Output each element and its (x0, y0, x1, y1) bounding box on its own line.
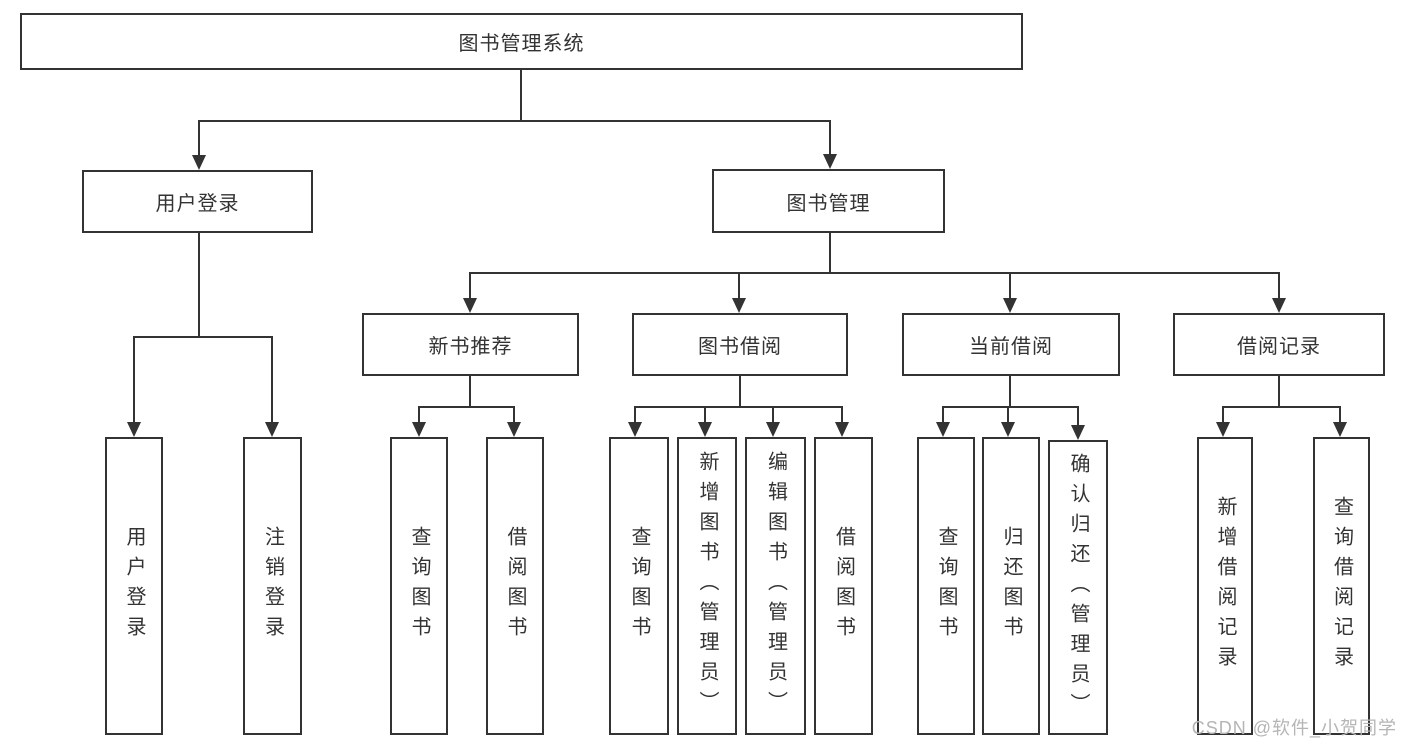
arrow-down-icon (766, 422, 780, 437)
node-current-borrow: 当前借阅 (902, 313, 1120, 376)
connector-arrow-line (704, 406, 706, 424)
arrow-down-icon (463, 298, 477, 313)
leaf-query-books-current: 查询图书 (917, 437, 975, 735)
leaf-query-books-new: 查询图书 (390, 437, 448, 735)
connector-stem (829, 233, 831, 274)
connector-arrow-line (829, 120, 831, 156)
arrow-down-icon (1272, 298, 1286, 313)
connector-bar (133, 336, 273, 338)
connector-arrow-line (271, 336, 273, 424)
connector-arrow-line (1007, 406, 1009, 424)
node-root-label: 图书管理系统 (458, 33, 585, 55)
leaf-borrow-books-new: 借阅图书 (486, 437, 544, 735)
arrow-down-icon (628, 422, 642, 437)
connector-arrow-line (738, 272, 740, 300)
node-book-mgmt-label: 图书管理 (786, 192, 871, 215)
leaf-query-books-borrow: 查询图书 (609, 437, 669, 735)
leaf-add-book-admin: 新增图书（管理员） (677, 437, 737, 735)
node-borrow-records: 借阅记录 (1173, 313, 1385, 376)
csdn-watermark: CSDN @软件_小贺同学 (1191, 718, 1397, 738)
node-new-book-rec-label: 新书推荐 (428, 336, 513, 358)
connector-arrow-line (1009, 272, 1011, 300)
connector-arrow-line (1222, 406, 1224, 424)
connector-arrow-line (634, 406, 636, 424)
connector-stem (520, 70, 522, 121)
leaf-confirm-return-admin: 确认归还（管理员） (1048, 440, 1108, 735)
connector-arrow-line (198, 120, 200, 157)
connector-arrow-line (1339, 406, 1341, 424)
arrow-down-icon (732, 298, 746, 313)
arrow-down-icon (507, 422, 521, 437)
arrow-down-icon (1003, 298, 1017, 313)
node-new-book-rec: 新书推荐 (362, 313, 579, 376)
arrow-down-icon (127, 422, 141, 437)
leaf-logout-label: 注销登录 (261, 526, 284, 646)
leaf-query-books-current-label: 查询图书 (935, 526, 957, 646)
node-book-borrow-label: 图书借阅 (698, 336, 782, 358)
leaf-add-borrow-record: 新增借阅记录 (1197, 437, 1253, 735)
leaf-return-book-label: 归还图书 (1000, 526, 1022, 646)
connector-stem (469, 376, 471, 408)
node-user-login: 用户登录 (82, 170, 313, 233)
connector-bar (634, 406, 843, 408)
node-current-borrow-label: 当前借阅 (969, 336, 1053, 358)
leaf-add-borrow-record-label: 新增借阅记录 (1214, 496, 1236, 676)
leaf-add-book-admin-label: 新增图书（管理员） (696, 451, 718, 721)
leaf-return-book: 归还图书 (982, 437, 1040, 735)
arrow-down-icon (1333, 422, 1347, 437)
leaf-logout: 注销登录 (243, 437, 302, 735)
arrow-down-icon (698, 422, 712, 437)
connector-arrow-line (772, 406, 774, 424)
arrow-down-icon (192, 155, 206, 170)
node-user-login-label: 用户登录 (155, 193, 240, 215)
node-root: 图书管理系统 (20, 13, 1023, 70)
connector-bar (198, 120, 831, 122)
leaf-borrow-books-borrow: 借阅图书 (814, 437, 873, 735)
connector-stem (1009, 376, 1011, 408)
leaf-borrow-books-borrow-label: 借阅图书 (832, 526, 855, 646)
connector-stem (198, 233, 200, 338)
arrow-down-icon (412, 422, 426, 437)
connector-arrow-line (841, 406, 843, 424)
connector-bar (469, 272, 1280, 274)
leaf-user-login: 用户登录 (105, 437, 163, 735)
leaf-confirm-return-admin-label: 确认归还（管理员） (1067, 452, 1089, 723)
connector-arrow-line (469, 272, 471, 300)
leaf-query-books-borrow-label: 查询图书 (628, 526, 650, 646)
arrow-down-icon (1216, 422, 1230, 437)
arrow-down-icon (823, 154, 837, 169)
node-borrow-records-label: 借阅记录 (1237, 336, 1321, 358)
connector-bar (1222, 406, 1341, 408)
leaf-query-borrow-record: 查询借阅记录 (1313, 437, 1370, 735)
node-book-mgmt: 图书管理 (712, 169, 945, 233)
connector-bar (418, 406, 515, 408)
connector-arrow-line (942, 406, 944, 424)
node-book-borrow: 图书借阅 (632, 313, 848, 376)
connector-stem (739, 376, 741, 408)
connector-arrow-line (1278, 272, 1280, 300)
arrow-down-icon (1001, 422, 1015, 437)
arrow-down-icon (1071, 425, 1085, 440)
arrow-down-icon (835, 422, 849, 437)
connector-arrow-line (1077, 406, 1079, 427)
leaf-query-books-new-label: 查询图书 (408, 526, 430, 646)
connector-arrow-line (513, 406, 515, 424)
arrow-down-icon (265, 422, 279, 437)
leaf-user-login-label: 用户登录 (123, 526, 145, 646)
arrow-down-icon (936, 422, 950, 437)
leaf-borrow-books-new-label: 借阅图书 (504, 526, 526, 646)
connector-bar (942, 406, 1079, 408)
leaf-query-borrow-record-label: 查询借阅记录 (1330, 496, 1353, 676)
connector-arrow-line (133, 336, 135, 424)
connector-stem (1278, 376, 1280, 408)
leaf-edit-book-admin-label: 编辑图书（管理员） (764, 451, 787, 721)
leaf-edit-book-admin: 编辑图书（管理员） (745, 437, 806, 735)
connector-arrow-line (418, 406, 420, 424)
